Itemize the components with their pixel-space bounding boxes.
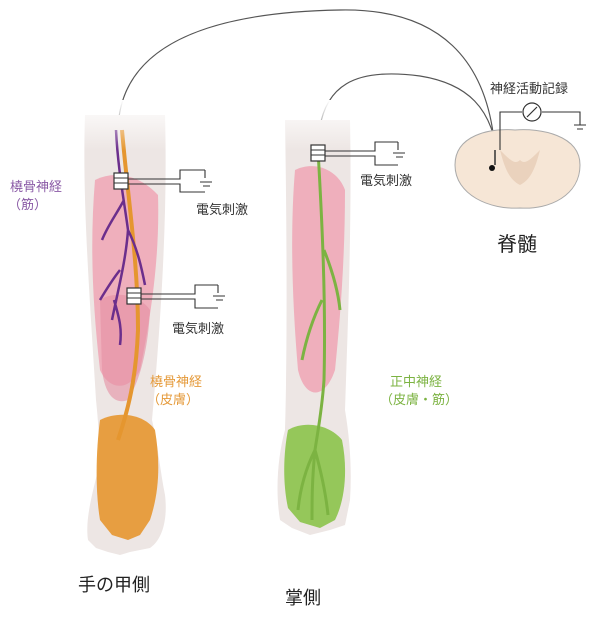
dorsal-hand-skin-innervation <box>97 415 159 540</box>
radial-nerve-muscle-sublabel: （筋） <box>8 198 47 214</box>
stimulation-label-1: 電気刺激 <box>196 203 248 219</box>
stimulation-label-3: 電気刺激 <box>360 174 412 190</box>
median-nerve-sublabel: （皮膚・筋） <box>380 393 458 409</box>
palmar-arm <box>270 100 370 535</box>
stimulation-label-2: 電気刺激 <box>172 322 224 338</box>
electrode-3 <box>311 145 325 161</box>
electrode-1 <box>114 173 128 189</box>
palmar-side-label: 掌側 <box>285 588 321 610</box>
radial-nerve-skin-sublabel: （皮膚） <box>147 393 199 409</box>
radial-nerve-muscle-label: 橈骨神経 <box>10 180 62 196</box>
dorsal-side-label: 手の甲側 <box>78 575 150 597</box>
recording-site <box>489 165 495 171</box>
spinal-cord <box>455 130 580 208</box>
radial-nerve-skin-label: 橈骨神経 <box>150 375 202 391</box>
electrode-2 <box>127 288 141 304</box>
median-nerve-label: 正中神経 <box>390 375 442 391</box>
palmar-hand-skin-innervation <box>284 425 345 528</box>
recording-label: 神経活動記録 <box>490 82 568 98</box>
spinal-cord-label: 脊髄 <box>497 232 537 256</box>
